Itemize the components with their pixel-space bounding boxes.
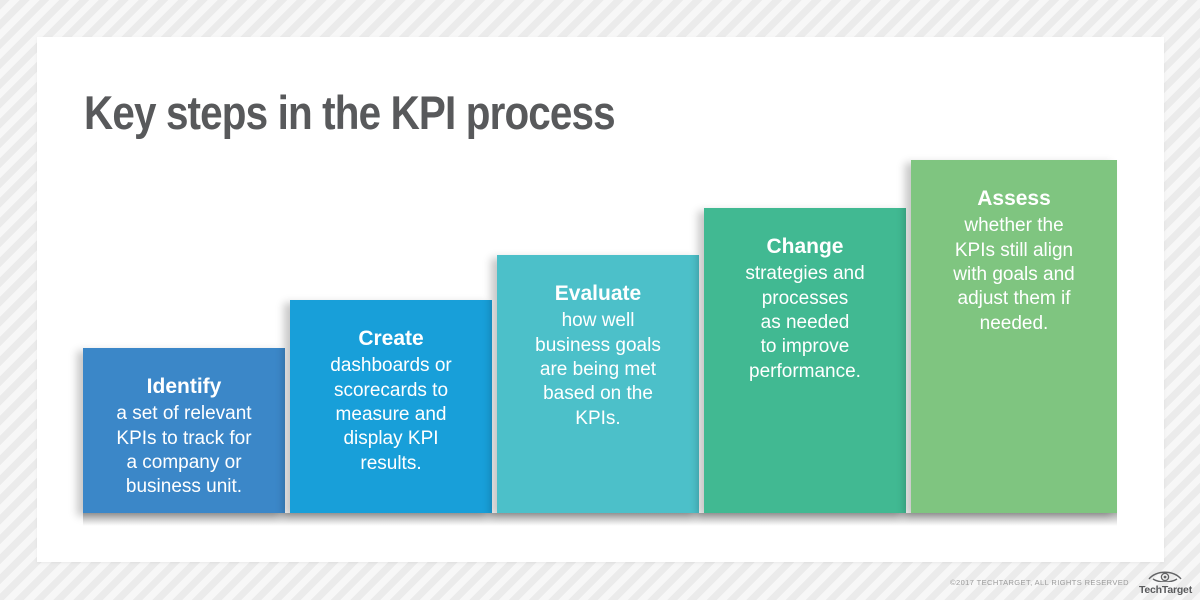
step-heading: Create [358, 327, 424, 350]
step-body: strategies and processes as needed to im… [745, 263, 865, 382]
footer: ©2017 TECHTARGET, ALL RIGHTS RESERVED Te… [950, 567, 1192, 596]
page-title: Key steps in the KPI process [84, 86, 616, 139]
content-card: Key steps in the KPI process Identify a … [37, 37, 1164, 562]
step-heading: Evaluate [554, 282, 642, 305]
kpi-step-evaluate: Evaluate how well business goals are bei… [497, 255, 699, 513]
step-body: a set of relevant KPIs to track for a co… [116, 403, 252, 498]
copyright-text: ©2017 TECHTARGET, ALL RIGHTS RESERVED [950, 578, 1129, 587]
eye-target-icon [1147, 567, 1183, 586]
techtarget-wordmark: TechTarget [1138, 583, 1192, 596]
step-body: dashboards or scorecards to measure and … [330, 355, 452, 474]
kpi-step-create: Create dashboards or scorecards to measu… [290, 300, 492, 513]
kpi-step-identify: Identify a set of relevant KPIs to track… [83, 348, 285, 513]
kpi-step-change: Change strategies and processes as neede… [704, 208, 906, 513]
step-heading: Identify [146, 375, 222, 398]
step-heading: Change [766, 235, 844, 258]
step-body: whether the KPIs still align with goals … [953, 215, 1075, 334]
techtarget-logo: TechTarget [1139, 567, 1192, 596]
kpi-step-assess: Assess whether the KPIs still align with… [911, 160, 1117, 513]
steps-drop-shadow [83, 513, 1117, 526]
step-body: how well business goals are being met ba… [535, 310, 661, 429]
step-heading: Assess [977, 187, 1051, 210]
